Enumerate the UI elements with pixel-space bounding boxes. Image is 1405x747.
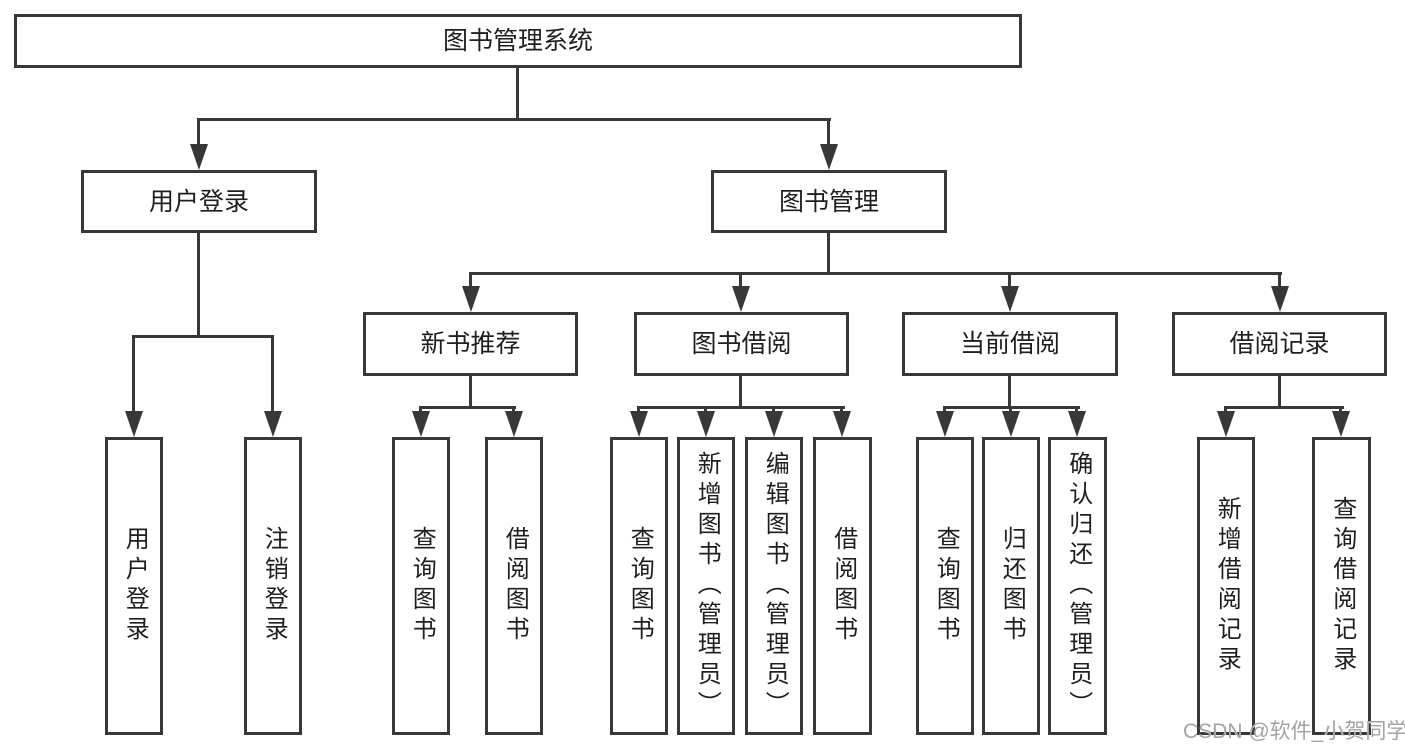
node-book-mgmt: 图书管理 — [711, 170, 947, 233]
arrowhead-leaf-user-login — [125, 411, 143, 437]
connector-drop-add-record — [1224, 406, 1227, 414]
arrowhead-book-mgmt — [820, 144, 838, 170]
connector-drop-add-books — [704, 406, 707, 414]
connector-root-hline — [197, 118, 831, 121]
connector-drop-user-login — [197, 118, 200, 148]
connector-borrow-records-stub — [1278, 376, 1281, 409]
leaf-confirm-return-admin: 确认归还（管理员） — [1048, 437, 1107, 735]
arrowhead-query-books-2 — [630, 411, 648, 437]
connector-user-login-hline — [132, 335, 274, 338]
leaf-query-books-1: 查询图书 — [392, 437, 450, 735]
arrowhead-book-borrow — [732, 286, 750, 312]
connector-drop-edit-books — [772, 406, 775, 414]
arrowhead-borrow-records — [1271, 286, 1289, 312]
leaf-edit-books-admin: 编辑图书（管理员） — [745, 437, 803, 735]
node-book-borrow: 图书借阅 — [634, 312, 849, 376]
connector-drop-borrow-records — [1278, 272, 1281, 290]
node-user-login: 用户登录 — [81, 170, 317, 233]
leaf-user-login: 用户登录 — [105, 437, 163, 735]
connector-drop-leaf-user-login — [132, 335, 135, 413]
leaf-logout: 注销登录 — [244, 437, 302, 735]
connector-drop-return-books — [1009, 406, 1012, 414]
arrowhead-confirm-return — [1068, 411, 1086, 437]
node-borrow-records: 借阅记录 — [1172, 312, 1387, 376]
connector-user-login-stub — [197, 233, 200, 338]
connector-book-borrow-hline — [637, 406, 845, 409]
connector-drop-borrow-books-1 — [512, 406, 515, 414]
arrowhead-leaf-logout — [264, 411, 282, 437]
arrowhead-add-books — [697, 411, 715, 437]
connector-drop-query-books-3 — [943, 406, 946, 414]
connector-drop-book-borrow — [739, 272, 742, 290]
connector-root-stub — [516, 68, 519, 121]
connector-book-borrow-stub — [739, 376, 742, 409]
leaf-add-books-admin: 新增图书（管理员） — [677, 437, 735, 735]
connector-current-borrow-stub — [1008, 376, 1011, 409]
connector-new-books-stub — [469, 376, 472, 409]
leaf-return-books: 归还图书 — [982, 437, 1040, 735]
arrowhead-user-login — [190, 144, 208, 170]
leaf-borrow-books-2: 借阅图书 — [813, 437, 872, 735]
connector-book-mgmt-hline — [469, 272, 1282, 275]
leaf-query-books-2: 查询图书 — [610, 437, 668, 735]
connector-drop-borrow-books-2 — [840, 406, 843, 414]
connector-drop-new-books — [469, 272, 472, 290]
connector-drop-query-books-2 — [637, 406, 640, 414]
watermark: CSDN @软件_小贺同学 — [1183, 720, 1405, 743]
connector-drop-confirm-return — [1075, 406, 1078, 414]
connector-drop-book-mgmt — [827, 118, 830, 148]
connector-drop-current-borrow — [1008, 272, 1011, 290]
connector-drop-query-record — [1339, 406, 1342, 414]
node-new-books: 新书推荐 — [363, 312, 578, 376]
connector-drop-query-books-1 — [419, 406, 422, 414]
arrowhead-return-books — [1002, 411, 1020, 437]
arrowhead-borrow-books-1 — [505, 411, 523, 437]
leaf-add-borrow-record: 新增借阅记录 — [1197, 437, 1255, 735]
connector-book-mgmt-stub — [827, 233, 830, 275]
node-library-system: 图书管理系统 — [14, 14, 1022, 68]
connector-drop-leaf-logout — [271, 335, 274, 413]
arrowhead-current-borrow — [1001, 286, 1019, 312]
arrowhead-query-books-1 — [412, 411, 430, 437]
arrowhead-add-record — [1217, 411, 1235, 437]
node-current-borrow: 当前借阅 — [902, 312, 1118, 376]
arrowhead-new-books — [462, 286, 480, 312]
leaf-query-borrow-record: 查询借阅记录 — [1312, 437, 1371, 735]
arrowhead-query-books-3 — [936, 411, 954, 437]
arrowhead-edit-books — [765, 411, 783, 437]
leaf-borrow-books-1: 借阅图书 — [485, 437, 543, 735]
connector-new-books-hline — [419, 406, 516, 409]
leaf-query-books-3: 查询图书 — [916, 437, 974, 735]
connector-borrow-records-hline — [1224, 406, 1344, 409]
arrowhead-borrow-books-2 — [833, 411, 851, 437]
arrowhead-query-record — [1332, 411, 1350, 437]
